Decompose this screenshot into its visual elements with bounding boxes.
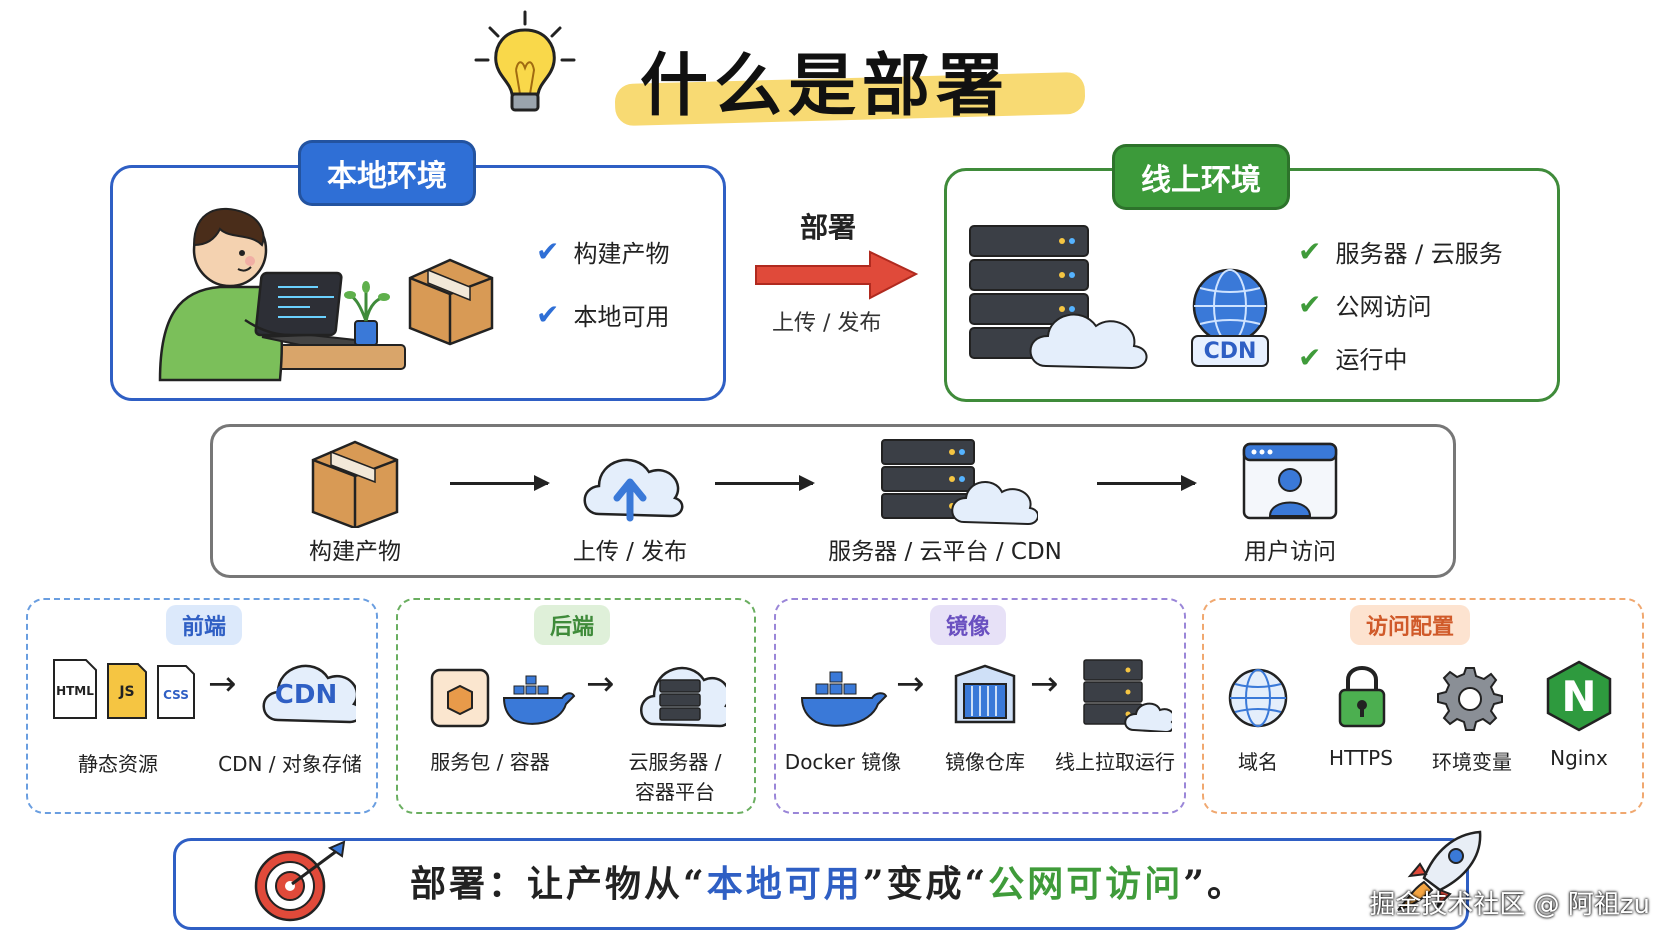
frontend-left-label: 静态资源 [78,752,158,776]
backend-right-label-1: 云服务器 / [628,750,722,774]
checkmark-icon: ✔ [536,235,560,268]
arrow-icon: → [208,664,237,704]
nginx-icon [1546,660,1612,732]
access-label: Nginx [1550,746,1608,770]
flow-step-label: 用户访问 [1244,539,1336,565]
local-usable-text: 本地可用 [706,863,863,905]
cdn-globe-icon [1191,268,1269,367]
deploy-arrow-icon [755,250,919,300]
image-registry-icon [954,664,1016,724]
flow-step-label: 服务器 / 云平台 / CDN [828,539,1062,565]
deploy-label: 部署 [800,211,857,244]
backend-title: 后端 [534,605,611,645]
online-checklist: ✔ 服务器 / 云服务 ✔ 公网访问 ✔ 运行中 [1298,234,1503,375]
local-checklist: ✔ 构建产物 ✔ 本地可用 [536,234,669,332]
arrow-icon: → [586,664,615,704]
frontend-box [26,598,378,814]
checkmark-icon: ✔ [1298,235,1322,268]
server-cloud-icon [881,439,1038,526]
lightbulb-icon [474,10,576,112]
checklist-item: ✔ 服务器 / 云服务 [1298,234,1503,269]
checkmark-icon: ✔ [1298,341,1322,374]
docker-container-icon [502,675,576,725]
globe-icon [1228,668,1288,728]
static-files-icon [53,659,195,719]
flow-arrow [715,475,815,491]
quote-close: ” [862,863,887,905]
rocket-icon [1397,830,1482,911]
image-box [774,598,1186,814]
cdn-cloud-icon [262,664,356,724]
quote-close: ” [1183,863,1207,905]
summary-banner [173,838,1469,930]
checklist-label: 本地可用 [573,303,670,331]
summary-prefix: 部署：让产物从 [410,863,684,905]
flow-arrow [1097,475,1197,491]
package-box-icon [408,258,494,346]
access-config-title: 访问配置 [1350,605,1471,645]
backend-left-label: 服务包 / 容器 [430,750,550,774]
docker-image-icon [800,671,888,727]
image-label: Docker 镜像 [784,750,902,774]
access-config-box [1202,598,1644,814]
summary-text: 部署：让产物从“本地可用”变成“公网可访问”。 [410,855,1246,907]
image-label: 镜像仓库 [945,750,1025,774]
checklist-item: ✔ 本地可用 [536,297,669,332]
nginx-letter: N [1561,672,1597,721]
summary-middle: 变成 [886,863,965,905]
developer-illustration [158,207,406,382]
target-icon [254,840,346,922]
quote-open: “ [964,863,989,905]
lock-icon [1338,666,1386,728]
cdn-label: CDN [274,680,338,710]
public-access-text: 公网可访问 [988,863,1184,905]
file-type-label: JS [119,684,135,700]
checklist-item: ✔ 公网访问 [1298,287,1503,322]
cdn-label: CDN [1203,339,1257,364]
file-type-label: CSS [163,688,189,702]
online-env-tag: 线上环境 [1112,144,1290,210]
server-cloud-icon [969,225,1148,370]
summary-end: 。 [1206,863,1246,905]
checklist-label: 运行中 [1335,346,1408,374]
backend-box [396,598,756,814]
server-cloud-icon [1083,659,1172,732]
checkmark-icon: ✔ [1298,288,1322,321]
checklist-label: 服务器 / 云服务 [1335,240,1503,268]
backend-right-label-2: 容器平台 [635,780,715,804]
deploy-flow-panel [210,424,1456,578]
gear-icon [1437,667,1503,731]
arrow-icon: → [896,664,925,704]
watermark: 掘金技术社区 @ 阿祖zu [1369,890,1650,920]
local-env-tag: 本地环境 [298,140,476,206]
package-box-icon [311,440,399,528]
user-browser-icon [1242,442,1338,520]
file-type-label: HTML [56,684,94,698]
deploy-sub-label: 上传 / 发布 [772,311,882,336]
checklist-item: ✔ 构建产物 [536,234,669,269]
checkmark-icon: ✔ [536,298,560,331]
checklist-item: ✔ 运行中 [1298,340,1503,375]
cloud-server-icon [640,666,726,728]
frontend-title: 前端 [166,605,243,645]
service-package-icon [430,668,490,728]
frontend-right-label: CDN / 对象存储 [218,752,362,776]
access-label: HTTPS [1329,746,1393,770]
flow-arrow [450,475,550,491]
checklist-label: 构建产物 [573,240,670,268]
cloud-upload-icon [583,458,684,522]
image-title: 镜像 [930,605,1007,645]
flow-step-label: 构建产物 [309,539,401,565]
page-title: 什么是部署 [640,46,1011,126]
arrow-icon: → [1030,664,1059,704]
quote-open: “ [683,863,707,905]
flow-step-label: 上传 / 发布 [572,539,688,565]
access-label: 域名 [1238,750,1278,774]
access-label: 环境变量 [1432,750,1512,774]
image-label: 线上拉取运行 [1055,750,1175,774]
checklist-label: 公网访问 [1335,293,1432,321]
